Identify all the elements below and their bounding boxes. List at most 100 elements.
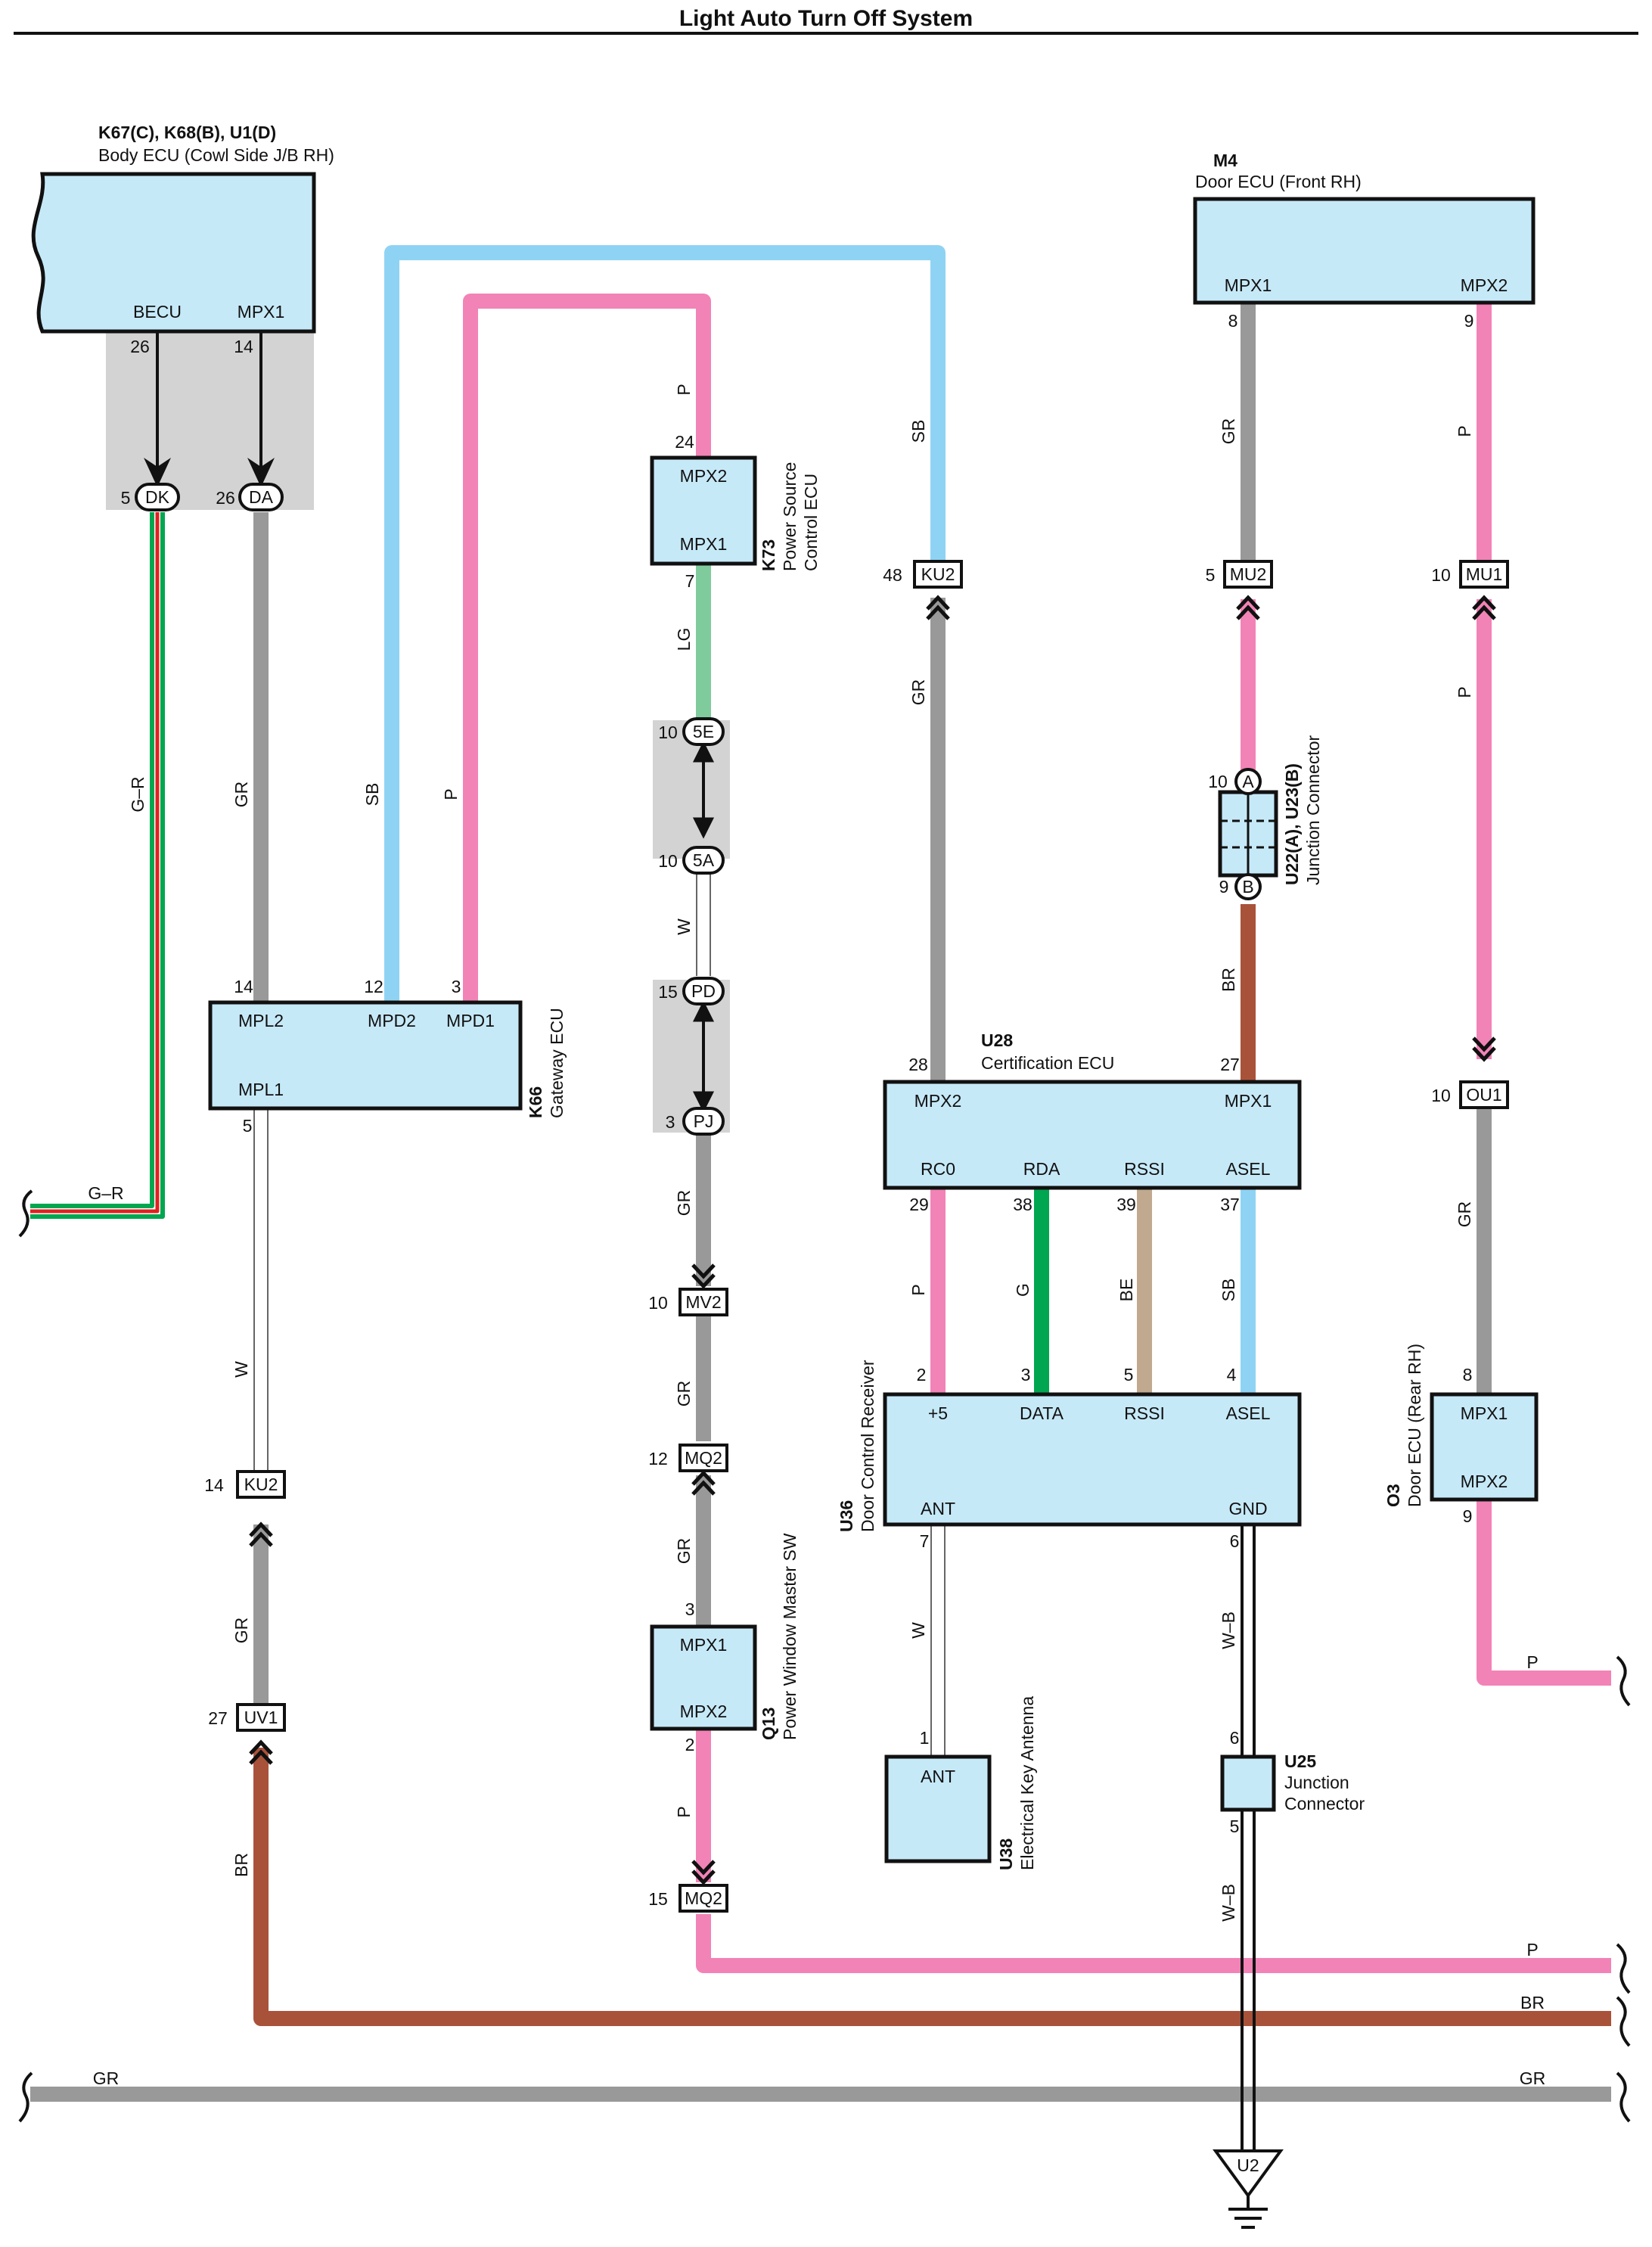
door-ecu-front-rh: M4 Door ECU (Front RH) MPX1 MPX2 (1193, 151, 1536, 305)
wire-code: SB (362, 783, 382, 806)
pin-number: 9 (1219, 877, 1229, 897)
junction-u25-id: U25 (1284, 1751, 1316, 1771)
wire-code: W–B (1219, 1611, 1238, 1649)
certification-ecu-terminal-rssi: RSSI (1124, 1159, 1165, 1179)
antenna-terminal-ant: ANT (921, 1767, 955, 1786)
shade-pd-pj (653, 980, 730, 1133)
pin-number: 7 (685, 571, 695, 591)
connector-mq2-lower: MQ2 (678, 1884, 728, 1913)
gateway-ecu-id: K66 (526, 1086, 545, 1118)
body-ecu-id: K67(C), K68(B), U1(D) (98, 123, 276, 142)
wire-code: SB (908, 420, 928, 443)
pin-number: 28 (908, 1055, 928, 1074)
connector-5a: 5A (682, 846, 725, 875)
door-ecu-rear-rh-name: Door ECU (Rear RH) (1405, 1344, 1424, 1507)
door-ecu-rear-rh-id: O3 (1383, 1484, 1403, 1507)
pin-number: 5 (243, 1116, 253, 1136)
connector-mu2-label: MU2 (1230, 564, 1267, 584)
pin-number: 15 (648, 1889, 668, 1909)
pin-number: 1 (920, 1728, 930, 1748)
wire-code: GR (674, 1381, 694, 1407)
connector-ou1: OU1 (1459, 1080, 1509, 1109)
pin-number: 10 (1431, 565, 1451, 585)
wire-g-r (30, 512, 165, 1219)
gateway-ecu-terminal-mpd1: MPD1 (446, 1011, 495, 1030)
receiver-terminal-ant: ANT (921, 1499, 955, 1518)
pin-number: 3 (452, 977, 461, 996)
body-ecu-terminal-becu: BECU (133, 302, 182, 322)
pin-number: 12 (648, 1449, 668, 1468)
pin-number: 26 (130, 337, 150, 356)
pwm-sw-terminal-mpx2: MPX2 (680, 1702, 728, 1721)
connector-pj-label: PJ (694, 1111, 714, 1131)
connector-5e-label: 5E (693, 722, 714, 741)
wire-p-gateway-psecu (463, 294, 711, 1002)
wire-code: P (1455, 425, 1474, 437)
connector-mq2-lower-label: MQ2 (685, 1888, 722, 1908)
door-ecu-front-rh-id: M4 (1213, 151, 1237, 170)
pin-number: 9 (1464, 311, 1474, 331)
power-source-ecu-terminal-mpx1: MPX1 (680, 534, 728, 554)
wire-code: GR (1455, 1201, 1474, 1228)
antenna-id: U38 (996, 1838, 1016, 1870)
power-window-master-sw: MPX1 MPX2 Q13 Power Window Master SW (650, 1533, 800, 1740)
wire-w-b (1241, 1524, 1256, 2152)
connector-mv2: MV2 (678, 1288, 728, 1316)
junction-connector-u22: A B U22(A), U23(B) Junction Connector (1218, 735, 1323, 900)
wire-code: G (1013, 1283, 1032, 1297)
wire-code: BE (1116, 1279, 1136, 1302)
wire-code: GR (674, 1538, 694, 1565)
receiver-name: Door Control Receiver (858, 1360, 877, 1532)
pin-number: 24 (675, 432, 694, 452)
pin-number: 38 (1013, 1195, 1032, 1214)
connector-da-label: DA (249, 487, 274, 507)
door-ecu-front-rh-terminal-mpx2: MPX2 (1461, 275, 1508, 295)
gateway-ecu-name: Gateway ECU (547, 1008, 567, 1118)
connector-mv2-label: MV2 (685, 1292, 721, 1312)
door-control-receiver: +5 DATA RSSI ASEL ANT GND U36 Door Contr… (837, 1360, 1302, 1532)
wire-br-bottom (253, 1748, 1611, 2026)
door-ecu-rear-rh-terminal-mpx1: MPX1 (1461, 1403, 1508, 1423)
connector-dk-label: DK (145, 487, 170, 507)
door-ecu-front-rh-name: Door ECU (Front RH) (1195, 172, 1362, 191)
wire-code: GR (231, 1618, 251, 1644)
pin-number: 14 (204, 1475, 224, 1495)
wire-code: GR (93, 2068, 120, 2088)
connector-pd: PD (682, 977, 725, 1005)
wire-code: P (908, 1284, 928, 1295)
pin-number: 10 (648, 1293, 668, 1313)
pin-numbers: 26 14 5 26 24 7 48 8 9 5 10 10 10 9 10 1… (121, 311, 1474, 1909)
pin-number: 5 (1230, 1817, 1240, 1836)
pin-number: 48 (883, 565, 902, 585)
certification-ecu-terminal-mpx1: MPX1 (1225, 1091, 1272, 1111)
connector-mq2-upper: MQ2 (678, 1444, 728, 1472)
pin-number: 14 (234, 977, 253, 996)
connector-pd-label: PD (691, 981, 716, 1001)
wires (30, 245, 1611, 2152)
connector-5a-label: 5A (693, 850, 715, 870)
connector-mq2-upper-label: MQ2 (685, 1448, 722, 1468)
connector-mu1-label: MU1 (1466, 564, 1503, 584)
pin-number: 27 (1220, 1055, 1240, 1074)
pin-number: 37 (1220, 1195, 1240, 1214)
wire-code: LG (674, 628, 694, 651)
wire-end-marks (18, 1189, 1631, 2123)
certification-ecu-terminal-rc0: RC0 (921, 1159, 955, 1179)
power-source-ecu-terminal-mpx2: MPX2 (680, 466, 728, 486)
connector-ou1-label: OU1 (1466, 1085, 1501, 1105)
door-ecu-rear-rh-terminal-mpx2: MPX2 (1461, 1472, 1508, 1491)
pin-number: 6 (1230, 1531, 1240, 1551)
pin-number: 3 (1021, 1365, 1031, 1385)
body-ecu: K67(C), K68(B), U1(D) Body ECU (Cowl Sid… (31, 123, 334, 334)
pin-number: 15 (658, 982, 678, 1002)
pin-number: 5 (121, 488, 131, 508)
wire-code: BR (231, 1853, 251, 1877)
wire-code: W–B (1219, 1884, 1238, 1922)
pin-number: 3 (685, 1599, 695, 1619)
connector-uv1-label: UV1 (244, 1708, 278, 1727)
certification-ecu-id: U28 (981, 1030, 1013, 1050)
receiver-id: U36 (837, 1500, 856, 1532)
receiver-terminal-rssi: RSSI (1124, 1403, 1165, 1423)
pin-number: 14 (234, 337, 253, 356)
